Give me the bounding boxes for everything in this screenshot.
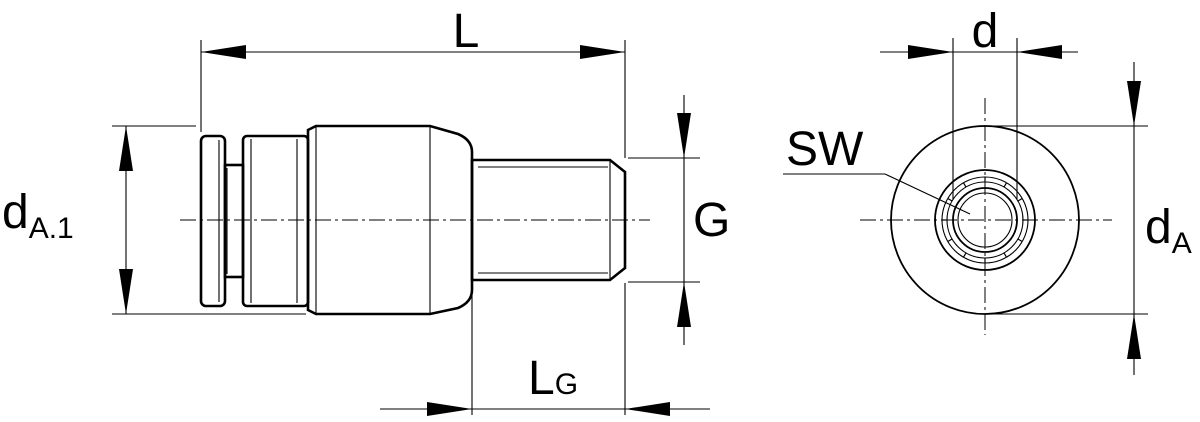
svg-text:L: L	[453, 5, 480, 58]
release-ring	[241, 134, 310, 308]
dim-label-LG-sub: G	[555, 368, 578, 401]
end-view	[860, 98, 1112, 335]
svg-text:G: G	[693, 194, 730, 247]
dimension-LG: LG	[380, 283, 710, 416]
dim-label-dA-sub: A	[1172, 227, 1192, 260]
collet-neck	[223, 163, 245, 279]
collet-outer-circle	[934, 169, 1036, 271]
side-view	[180, 124, 650, 316]
dimension-G: G	[628, 95, 730, 345]
dim-label-dA1: d	[2, 186, 29, 239]
svg-text:SW: SW	[786, 123, 864, 176]
svg-text:dA.1: dA.1	[2, 186, 74, 245]
front-flange	[199, 134, 227, 308]
dimension-dA: dA	[990, 62, 1192, 375]
collet-teeth	[942, 177, 1028, 263]
outer-body-circle	[890, 125, 1080, 315]
dimension-dA1: dA.1	[2, 125, 306, 315]
threaded-stud	[470, 158, 627, 282]
dimension-L: L	[200, 5, 626, 158]
svg-text:dA: dA	[1145, 201, 1192, 260]
dim-label-G: G	[693, 194, 730, 247]
bore-circle	[952, 187, 1018, 253]
svg-text:d: d	[972, 5, 999, 58]
dim-label-dA: d	[1145, 201, 1172, 254]
leader-SW: SW	[783, 123, 971, 215]
dim-label-L: L	[453, 5, 480, 58]
dim-label-d: d	[972, 5, 999, 58]
main-body	[306, 124, 474, 316]
dimension-d: d	[880, 5, 1078, 200]
dim-label-SW: SW	[786, 123, 864, 176]
dim-label-dA1-sub: A.1	[29, 212, 74, 245]
dim-label-LG: L	[528, 352, 555, 405]
svg-text:LG: LG	[528, 352, 578, 405]
